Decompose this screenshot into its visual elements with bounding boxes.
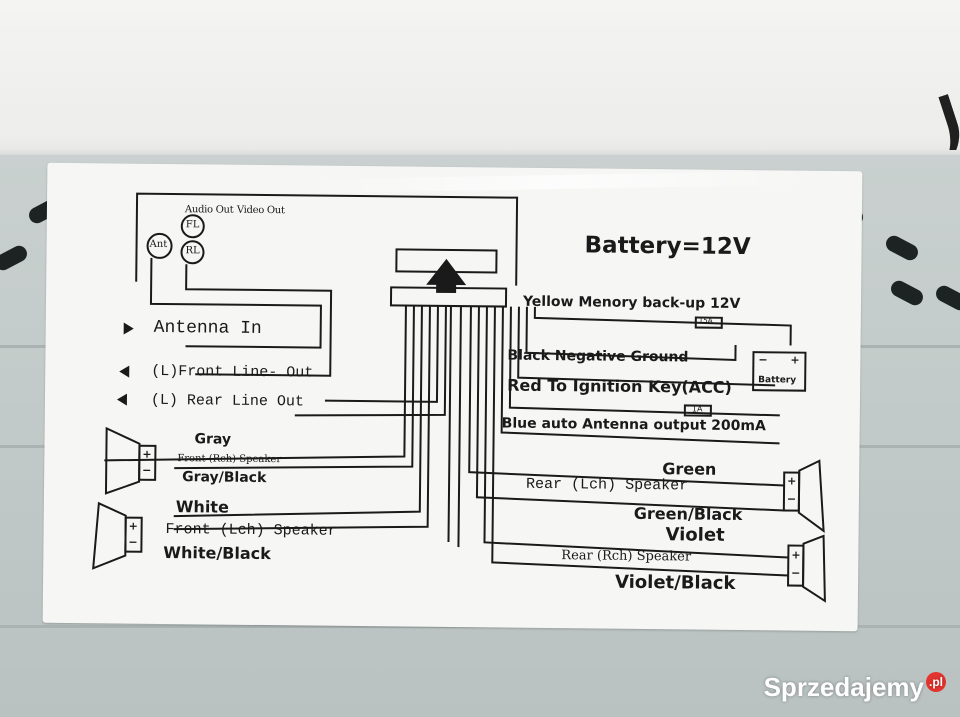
rear-lch-speaker-label: Rear (Lch) Speaker: [526, 475, 689, 495]
black-wire-label: Black Negative Ground: [507, 347, 689, 366]
battery-plus-label: +: [790, 353, 800, 367]
red-wire-label: Red To Ignition Key(ACC): [507, 375, 733, 397]
yellow-wire-label: Yellow Menory back-up 12V: [522, 293, 741, 313]
violet-black-wire-label: Violet/Black: [614, 571, 736, 594]
rl-jack-label: RL: [185, 245, 200, 257]
speaker-rl-minus: −: [786, 492, 797, 506]
vent-slot: [933, 282, 960, 314]
antenna-in-label: Antenna In: [153, 317, 262, 339]
fl-jack-label: FL: [185, 219, 200, 231]
green-black-wire-label: Green/Black: [633, 503, 743, 525]
watermark: Sprzedajemy.pl: [764, 672, 946, 703]
speaker-fl-minus: −: [128, 535, 138, 549]
wiring-diagram-sticker: Battery=12V Audio Out Video Out FL RL An…: [42, 162, 863, 632]
fuse-1a-label: 1A: [691, 404, 703, 414]
front-line-out-label: (L)Front Line- Out: [151, 362, 314, 382]
front-rch-speaker-label: Front (Rch) Speaker: [177, 453, 282, 466]
battery-minus-label: −: [758, 353, 768, 367]
violet-wire-label: Violet: [665, 524, 725, 546]
ant-jack-label: Ant: [149, 238, 168, 251]
speaker-rr-minus: −: [791, 566, 801, 580]
speaker-fr-minus: −: [142, 463, 152, 477]
white-wire-label: White: [175, 497, 229, 517]
vent-slot: [888, 277, 926, 309]
audio-out-label: Audio Out: [184, 204, 234, 216]
watermark-brand: Sprzedajemy: [763, 672, 924, 702]
speaker-rl-plus: +: [787, 474, 797, 488]
speaker-fr-plus: +: [142, 447, 152, 461]
vent-slot: [883, 232, 921, 264]
rear-line-out-label: (L) Rear Line Out: [150, 391, 305, 411]
watermark-tld: .pl: [926, 672, 946, 692]
front-lch-speaker-label: Front (Lch) Speaker: [165, 521, 337, 540]
speaker-rr-plus: +: [791, 548, 801, 562]
fuse-15a-label: 15A: [698, 316, 713, 325]
background-wall: [0, 0, 960, 170]
gray-black-wire-label: Gray/Black: [182, 469, 267, 487]
battery-box-label: Battery: [758, 375, 797, 386]
blue-wire-label: Blue auto Antenna output 200mA: [501, 415, 766, 435]
green-wire-label: Green: [662, 459, 717, 479]
rear-rch-speaker-label: Rear (Rch) Speaker: [561, 548, 692, 565]
vent-slot: [0, 242, 30, 274]
speaker-fl-plus: +: [128, 519, 138, 533]
white-black-wire-label: White/Black: [163, 542, 271, 564]
wiring-lines: [92, 192, 826, 603]
gray-wire-label: Gray: [194, 431, 232, 448]
battery-voltage-label: Battery=12V: [584, 232, 751, 261]
video-out-label: Video Out: [236, 204, 285, 217]
